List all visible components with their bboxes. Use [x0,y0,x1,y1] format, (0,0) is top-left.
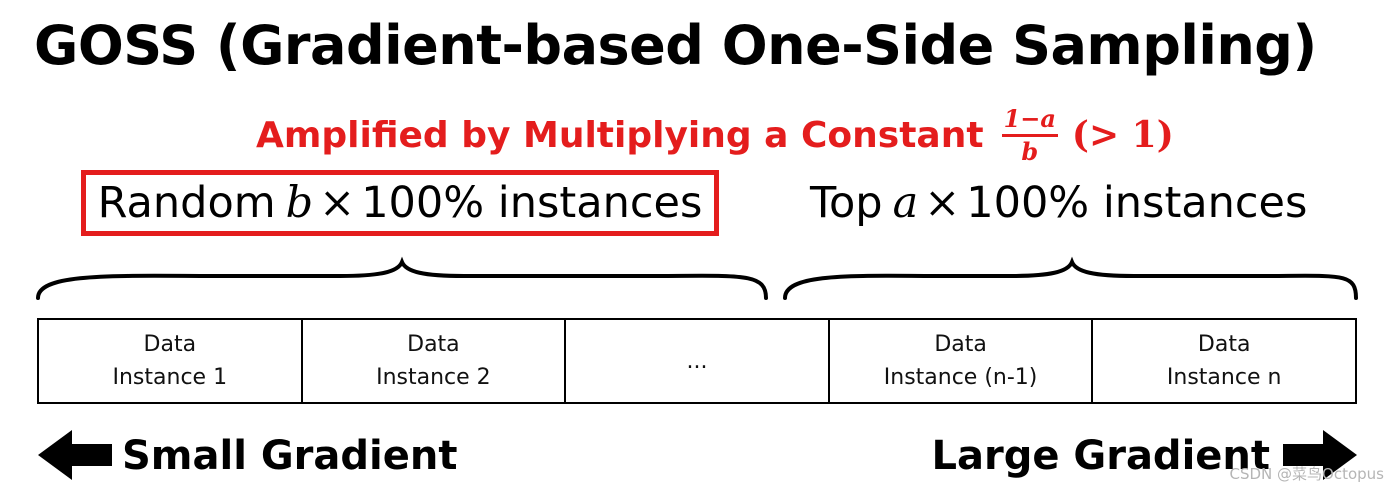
cell-line1: Data [1197,332,1251,357]
fraction-numerator: 1−a [1001,105,1058,137]
data-cell: Data Instance 1 [39,320,303,402]
data-cell: Data Instance (n-1) [830,320,1094,402]
cell-line2: Instance n [1166,365,1282,390]
right-brace [783,256,1358,300]
left-brace [36,256,768,300]
cell-line2: Instance 2 [376,365,491,390]
ellipsis-cell: ... [566,320,830,402]
data-instances-row: Data Instance 1 Data Instance 2 ... Data… [37,318,1357,404]
cell-line1: Data [934,332,987,357]
data-cell: Data Instance 2 [303,320,567,402]
top-instances-label: Top a × 100% instances [810,170,1307,236]
small-gradient-label: Small Gradient [122,433,458,479]
large-gradient-label: Large Gradient [931,433,1270,479]
fraction-denominator: b [1021,136,1039,166]
top-suffix: 100% instances [966,178,1308,228]
right-arrow-icon [1283,430,1357,480]
random-suffix: 100% instances [361,178,703,228]
random-instances-box: Random b × 100% instances [81,170,719,236]
top-prefix: Top [810,178,883,228]
cell-line1: Data [143,332,197,357]
fraction-condition: (> 1) [1071,114,1174,156]
random-prefix: Random [97,178,276,228]
amplified-caption: Amplified by Multiplying a Constant 1−a … [256,102,1174,168]
cell-line2: Instance (n-1) [883,365,1038,390]
amplified-text: Amplified by Multiplying a Constant [256,114,984,156]
constant-fraction: 1−a b [1001,105,1058,166]
cell-line1: Data [407,332,460,357]
random-operator: × [319,178,356,228]
data-cell: Data Instance n [1093,320,1355,402]
random-variable: b [285,178,314,228]
left-arrow-icon [38,430,112,480]
top-variable: a [892,178,919,228]
top-operator: × [924,178,961,228]
cell-line2: Instance 1 [112,365,228,390]
cell-line1: ... [686,348,708,374]
watermark: CSDN @菜鸟Octopus [1229,465,1385,483]
page-title: GOSS (Gradient-based One-Side Sampling) [34,14,1317,77]
